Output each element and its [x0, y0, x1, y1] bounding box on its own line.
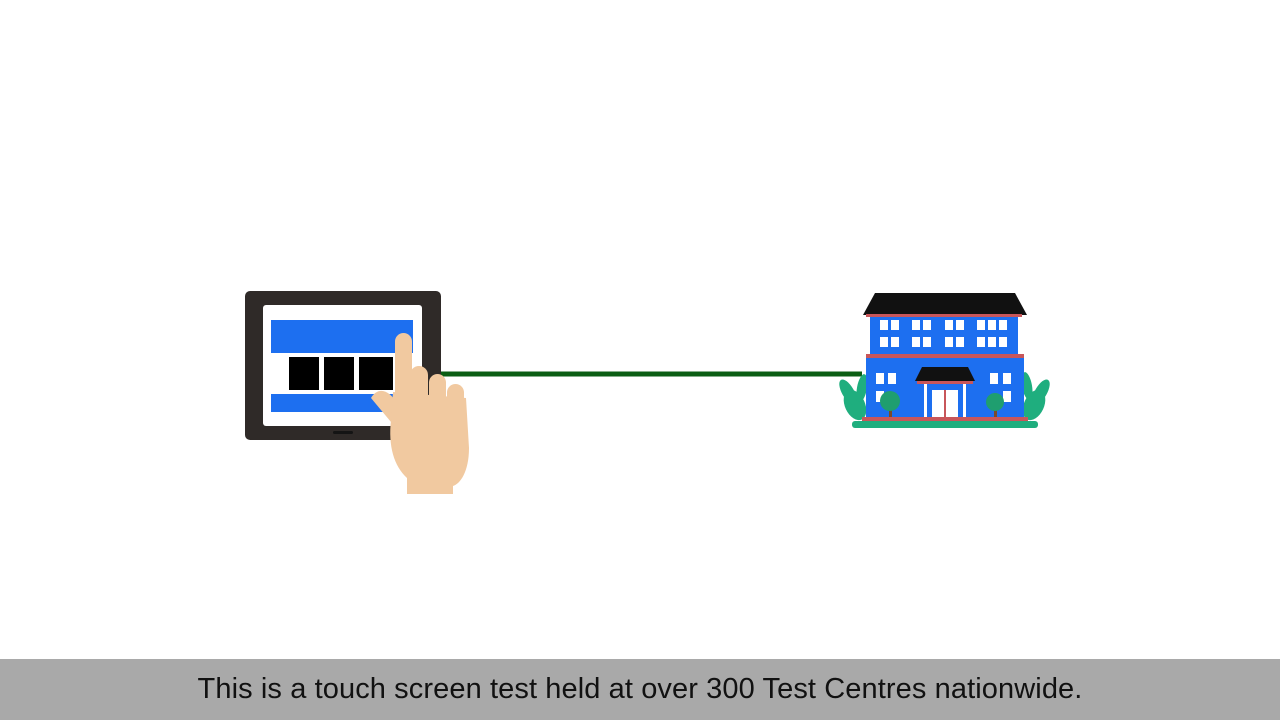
hand-pointer: [371, 333, 469, 494]
illustration-scene: [245, 291, 1050, 494]
caption-bar: This is a touch screen test held at over…: [0, 659, 1280, 720]
tablet-touch-icon: [245, 291, 469, 494]
test-centre-building-icon: [839, 293, 1050, 428]
caption-text: This is a touch screen test held at over…: [197, 673, 1083, 705]
